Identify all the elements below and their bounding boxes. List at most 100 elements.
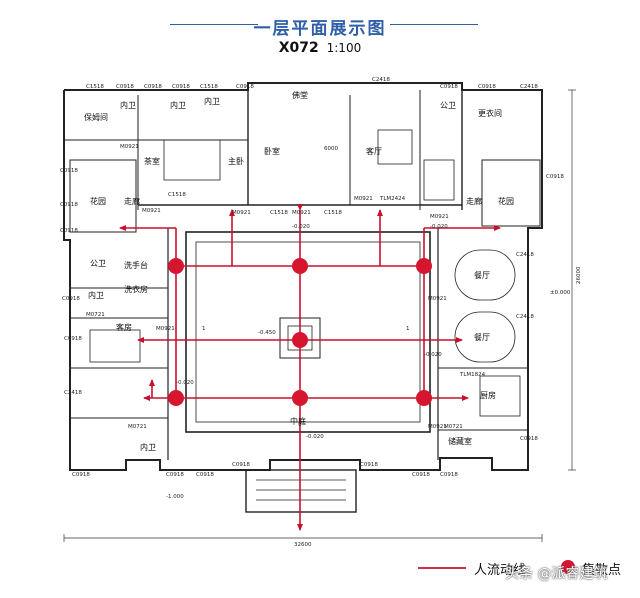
- room-label: 洗衣房: [124, 284, 148, 294]
- window-label: C0918: [478, 84, 496, 90]
- window-label: C0918: [546, 174, 564, 180]
- window-label: C1518: [324, 210, 342, 216]
- elevation-label: -0.020: [306, 434, 324, 440]
- window-label: C0918: [60, 168, 78, 174]
- room-label: 花园: [90, 196, 106, 206]
- plan-code: X072: [278, 40, 319, 56]
- kitchen-counter: [479, 375, 521, 417]
- window-label: C0918: [72, 472, 90, 478]
- courtyard-inner: [195, 241, 421, 423]
- door-label: TLM2424: [379, 196, 406, 202]
- window-label: C0918: [172, 84, 190, 90]
- window-label: C0918: [116, 84, 134, 90]
- garden-right-box: [481, 159, 541, 227]
- window-label: C1518: [168, 192, 186, 198]
- room-label: 公卫: [440, 101, 456, 110]
- walls: [63, 82, 543, 513]
- title-rule-right: [390, 24, 478, 25]
- watermark: 头条 @派睿建筑: [505, 566, 608, 582]
- room-label: 餐厅: [474, 333, 490, 342]
- point-1: [168, 258, 184, 274]
- window-label: C2418: [64, 390, 82, 396]
- window-label: C1518: [270, 210, 288, 216]
- door-label: M0921: [292, 210, 311, 216]
- point-5: [168, 390, 184, 406]
- door-label: TLM1824: [459, 372, 486, 378]
- room-label: 客房: [116, 322, 132, 332]
- window-label: C0918: [166, 472, 184, 478]
- door-label: M0721: [128, 424, 147, 430]
- room-labels: 保姆间 内卫 内卫 内卫 佛堂 公卫 更衣间 卧室 主卧 客厅 茶室 花园 走廊…: [84, 90, 514, 452]
- room-label: 内卫: [170, 100, 186, 110]
- dimension-label: ±0.000: [550, 290, 571, 296]
- window-label: C2418: [372, 77, 390, 83]
- window-label: C0918: [440, 472, 458, 478]
- window-label: C1518: [86, 84, 104, 90]
- porch: [245, 469, 357, 513]
- title-bar: 一层平面展示图: [0, 8, 640, 39]
- point-2: [292, 258, 308, 274]
- room-label: 公卫: [90, 259, 106, 268]
- window-label: C0918: [360, 462, 378, 468]
- door-label: M0921: [142, 208, 161, 214]
- window-label: C1518: [200, 84, 218, 90]
- room-label: 佛堂: [292, 90, 308, 100]
- legend-point-dot: [561, 560, 575, 574]
- room-label: 茶室: [144, 156, 160, 166]
- window-label: C0918: [196, 472, 214, 478]
- door-label: M0721: [444, 424, 463, 430]
- room-label: 中庭: [290, 416, 306, 426]
- room-label: 洗手台: [124, 260, 148, 270]
- legend-point-label: 集散点: [582, 563, 622, 578]
- point-6: [292, 390, 308, 406]
- door-label: M0921: [232, 210, 251, 216]
- point-3: [416, 258, 432, 274]
- window-label: C2418: [520, 84, 538, 90]
- window-label: C0918: [64, 336, 82, 342]
- plan-scale: 1:100: [326, 41, 362, 55]
- elevation-label: -0.020: [424, 352, 442, 358]
- room-label: 主卧: [228, 156, 244, 166]
- door-label: M0921: [120, 144, 139, 150]
- door-label: M0921: [428, 296, 447, 302]
- bed-block-2: [89, 329, 141, 363]
- room-label: 走廊: [124, 196, 140, 206]
- dining-table-2: [454, 311, 516, 363]
- window-label: C2418: [516, 314, 534, 320]
- dimension-label: 6000: [324, 146, 338, 152]
- section-mark: 1: [202, 326, 206, 332]
- room-label: 内卫: [88, 290, 104, 300]
- stair-block: [423, 159, 455, 201]
- room-label: 客厅: [366, 146, 382, 156]
- window-label: C2418: [516, 252, 534, 258]
- window-label: C0918: [232, 462, 250, 468]
- room-label: 餐厅: [474, 271, 490, 280]
- courtyard: [185, 231, 431, 433]
- window-label: C0918: [144, 84, 162, 90]
- room-label: 保姆间: [84, 112, 108, 122]
- door-label: M0921: [428, 424, 447, 430]
- window-label: C0918: [440, 84, 458, 90]
- window-label: C0918: [236, 84, 254, 90]
- room-label: 内卫: [120, 100, 136, 110]
- elevation-label: -0.450: [258, 330, 276, 336]
- elevation-label: -0.020: [176, 380, 194, 386]
- bed-block: [163, 139, 221, 181]
- window-label: C0918: [520, 436, 538, 442]
- legend-flow-label: 人流动线: [474, 563, 527, 578]
- room-label: 更衣间: [478, 108, 502, 118]
- window-label: C0918: [60, 202, 78, 208]
- garden-left-box: [69, 159, 137, 233]
- room-label: 厨房: [480, 390, 496, 400]
- section-mark: 1: [406, 326, 410, 332]
- room-label: 内卫: [140, 442, 156, 452]
- elevation-label: -0.020: [292, 224, 310, 230]
- title-rule-left: [170, 24, 258, 25]
- dimension-label: 32600: [294, 542, 312, 548]
- gathering-points: [168, 258, 432, 406]
- point-7: [416, 390, 432, 406]
- window-label: C0918: [60, 228, 78, 234]
- room-label: 储藏室: [448, 436, 472, 446]
- room-label: 花园: [498, 196, 514, 206]
